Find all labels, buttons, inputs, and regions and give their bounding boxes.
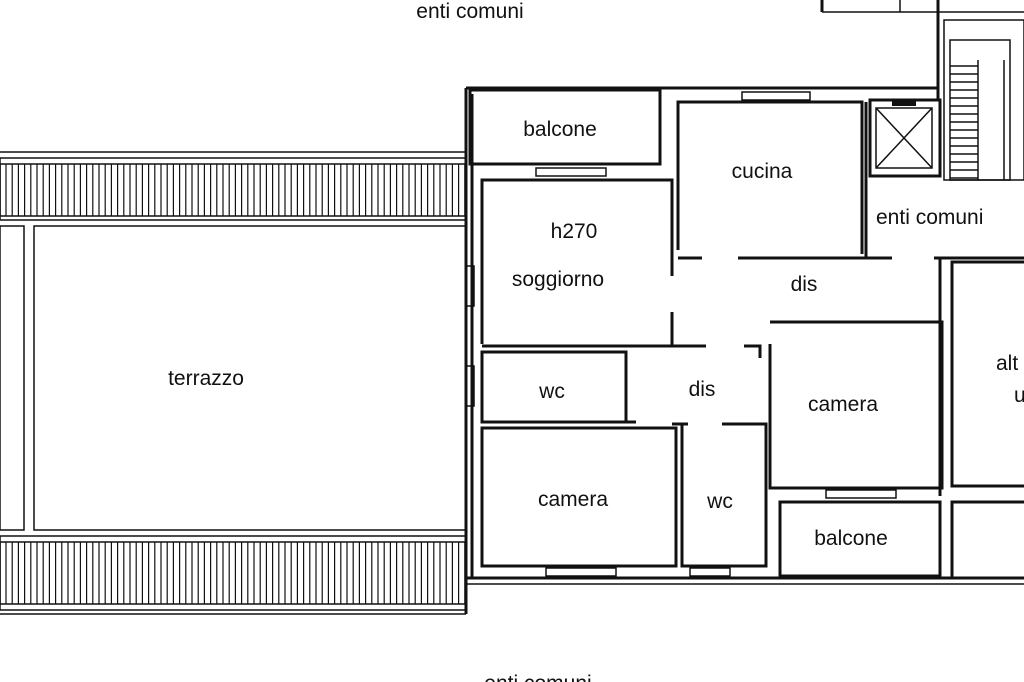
label-cucina: cucina bbox=[732, 160, 793, 183]
staircase bbox=[943, 19, 1024, 181]
terrace-frame bbox=[0, 151, 467, 615]
label-enti-comuni-bottom: enti comuni bbox=[484, 672, 591, 682]
outer-walls bbox=[464, 0, 1024, 614]
label-height: h270 bbox=[551, 220, 598, 243]
label-enti-comuni-right: enti comuni bbox=[876, 206, 983, 229]
label-wc-left: wc bbox=[538, 380, 565, 403]
label-balcone-top: balcone bbox=[523, 118, 597, 141]
label-camera-right: camera bbox=[808, 393, 878, 416]
label-dis-upper: dis bbox=[791, 273, 818, 296]
interior-walls bbox=[465, 88, 1024, 580]
lift-icon bbox=[868, 98, 942, 178]
label-soggiorno: soggiorno bbox=[512, 268, 604, 291]
terrace-railing-top bbox=[0, 157, 467, 221]
label-partial-u: u bbox=[1014, 384, 1024, 407]
label-partial-alt: alt bbox=[996, 352, 1018, 375]
label-balcone-bottom: balcone bbox=[814, 527, 888, 550]
label-dis-lower: dis bbox=[689, 378, 716, 401]
label-camera-left: camera bbox=[538, 488, 608, 511]
terrace-railing-bottom bbox=[0, 535, 467, 611]
label-terrazzo: terrazzo bbox=[168, 367, 244, 390]
label-enti-comuni-top: enti comuni bbox=[416, 0, 523, 23]
label-wc-right: wc bbox=[706, 490, 733, 513]
